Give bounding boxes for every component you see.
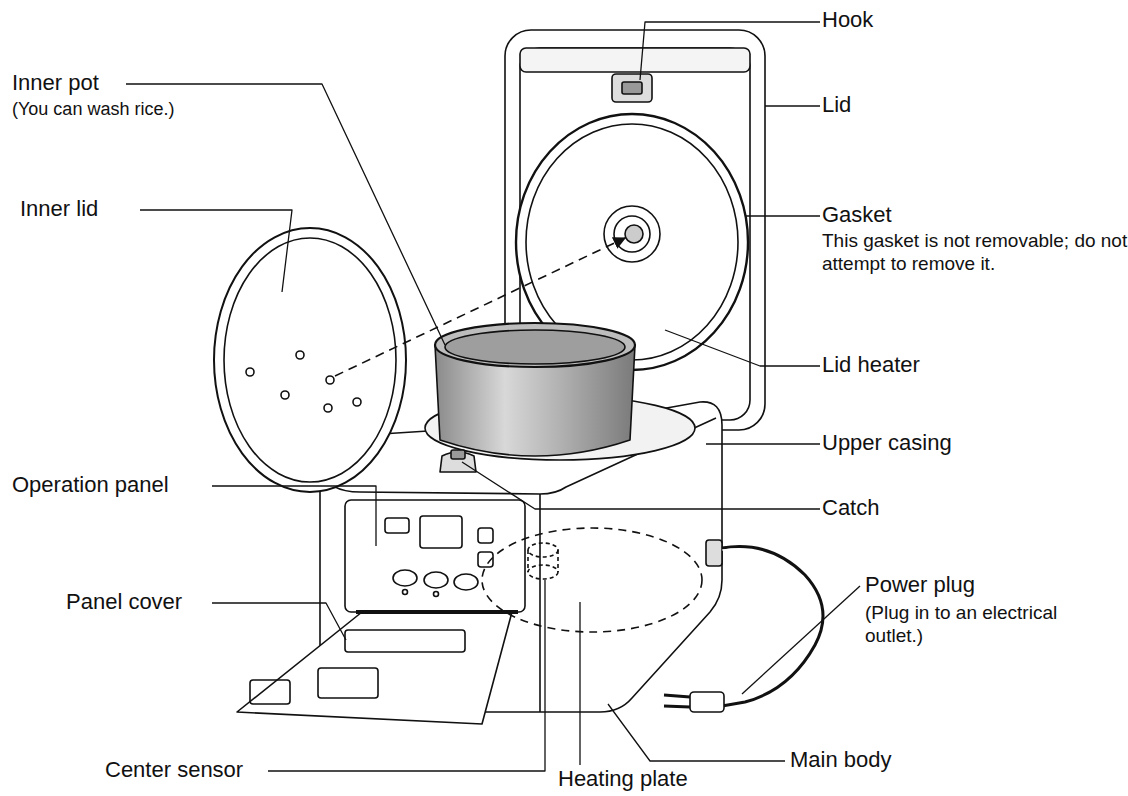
- panel-cover-hinge: [356, 610, 518, 614]
- panel-display: [420, 516, 462, 548]
- part-label: Lid heater: [822, 352, 920, 378]
- part-label: Lid: [822, 92, 851, 118]
- lid-hinge-bar: [520, 48, 750, 72]
- leader-line: [742, 586, 860, 694]
- inner-lid-hole: [353, 398, 361, 406]
- inner-lid-hole: [326, 376, 334, 384]
- lid-vent-outer: [604, 206, 660, 262]
- part-label: Hook: [822, 7, 873, 33]
- lid-vent-mid: [614, 216, 650, 252]
- panel-button: [454, 574, 478, 590]
- alignment-dashed-arrow: [335, 238, 625, 376]
- cord-socket: [706, 540, 722, 566]
- part-label: Main body: [790, 747, 892, 773]
- catch-detail: [451, 450, 465, 459]
- inner-lid-plate: [214, 228, 406, 492]
- leader-line: [212, 603, 346, 640]
- leader-lines: [126, 22, 860, 771]
- leader-line: [212, 486, 376, 546]
- part-label: Inner lid: [20, 196, 98, 222]
- leader-line: [126, 84, 445, 345]
- part-label: Heating plate: [558, 766, 688, 792]
- leader-line: [268, 580, 545, 771]
- leader-line: [665, 330, 820, 366]
- leader-line: [140, 210, 292, 292]
- inner-pot-rim: [435, 323, 635, 367]
- inner-lid-hole: [296, 351, 304, 359]
- cover-button: [318, 668, 378, 698]
- heating-plate-outline: [482, 528, 702, 632]
- panel-button: [385, 518, 409, 533]
- power-plug-head: [690, 692, 724, 712]
- operation-panel-face: [345, 500, 525, 612]
- part-label: (You can wash rice.): [12, 99, 174, 121]
- leader-line: [746, 215, 820, 216]
- part-label: Catch: [822, 495, 879, 521]
- body-corner-edge: [539, 494, 541, 712]
- leader-line: [462, 462, 820, 509]
- panel-cover-flap: [237, 612, 512, 724]
- part-label: Upper casing: [822, 430, 952, 456]
- inner-pot-inside: [445, 330, 625, 364]
- leader-line: [706, 443, 820, 444]
- part-label: Center sensor: [105, 757, 243, 783]
- center-sensor-top: [528, 543, 558, 557]
- part-label: Power plug: [865, 572, 975, 598]
- part-label: Panel cover: [66, 589, 182, 615]
- inner-lid-hole: [246, 368, 254, 376]
- leader-line: [608, 704, 785, 761]
- part-label: (Plug in to an electrical outlet.): [865, 602, 1115, 648]
- part-label: This gasket is not removable; do not att…: [822, 230, 1128, 276]
- panel-led: [434, 592, 439, 597]
- part-label: Inner pot: [12, 70, 99, 96]
- cover-button: [250, 680, 290, 704]
- cord-highlight: [722, 549, 817, 700]
- leader-line: [640, 22, 820, 80]
- plug-prongs: [664, 695, 690, 707]
- part-label: Operation panel: [12, 472, 169, 498]
- center-sensor-bottom: [528, 565, 558, 579]
- panel-button: [393, 570, 417, 586]
- inner-lid-hole: [281, 391, 289, 399]
- part-label: Gasket: [822, 202, 892, 228]
- leader-line: [765, 105, 820, 106]
- power-cord: [722, 547, 823, 706]
- panel-led: [403, 590, 408, 595]
- panel-button: [478, 528, 493, 543]
- panel-button: [424, 572, 448, 588]
- leader-line: [579, 602, 580, 765]
- hook-part: [612, 74, 652, 102]
- hook-detail: [622, 82, 642, 94]
- center-sensor-side: [528, 550, 558, 572]
- lid-vent-core: [625, 225, 643, 243]
- cover-window: [345, 630, 465, 652]
- inner-lid-hole: [324, 404, 332, 412]
